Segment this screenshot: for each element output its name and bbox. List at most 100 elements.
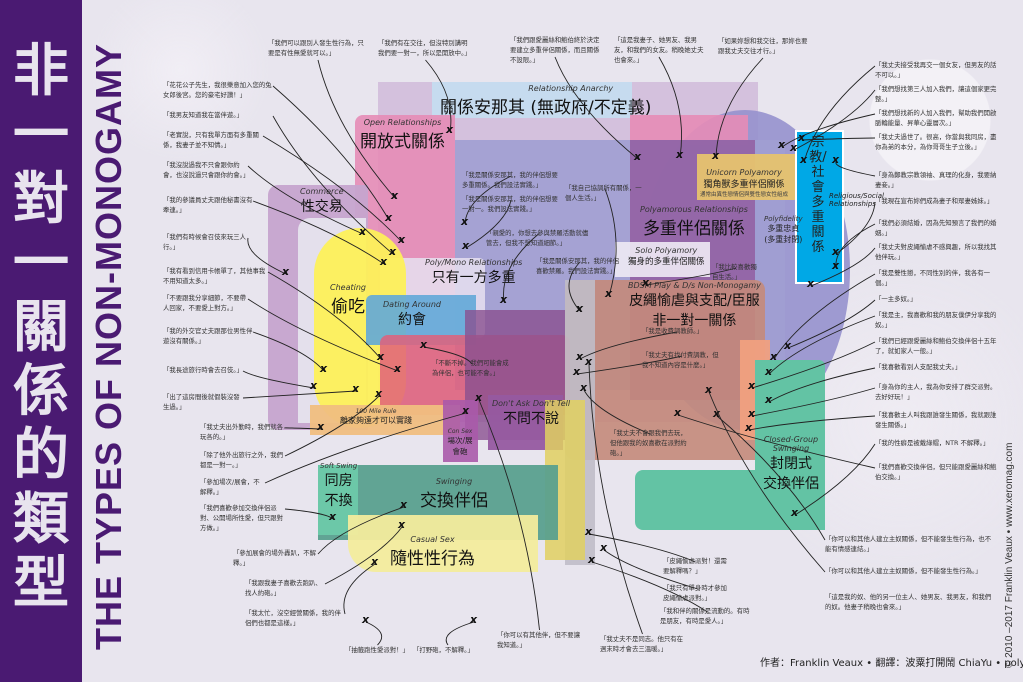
credits-footer: 作者：Franklin Veaux • 翻譯：波粟打開鬧 ChiaYu • po… (760, 658, 1023, 669)
marker-x: x (389, 245, 397, 258)
quote-16: 「我丈夫出外勤時，我們就各玩各的。」 (200, 423, 284, 441)
label-religious-en: Religious/Social Relationships (829, 192, 884, 208)
arrow-4 (715, 57, 764, 159)
quote-11: 「我有看到信用卡帳單了，其他事我不用知道太多。」 (163, 267, 266, 285)
marker-x: x (807, 277, 815, 290)
label-en: Unicorn Polyamory (706, 168, 782, 177)
quote-8: 「我沒說過我不只會跟你約會，也沒說過只會跟你約會。」 (163, 161, 250, 179)
label-zh: 離家夠遠才可以實踐 (340, 416, 412, 425)
label-en: Con Sex (447, 428, 473, 435)
quote-23: 「抽籤跑性愛派對！」 (345, 646, 409, 654)
marker-x: x (400, 498, 408, 511)
quote-37: 「我丈夫有找付費調教，但我不知道內容是什麼。」 (642, 351, 719, 369)
label-en: Dating Around (383, 300, 441, 309)
title-sidebar: 非一對一關係的類型 (0, 0, 82, 682)
arrow-12 (247, 298, 399, 372)
quote-29: 「我和伴的關係是流動的。有時是朋友，有時是愛人。」 (660, 607, 750, 625)
label-en: Soft Swing (320, 462, 358, 470)
arrow-26 (588, 363, 643, 635)
marker-x: x (605, 287, 613, 300)
label-zh2: 不換 (324, 493, 353, 509)
quote-12: 「不要跟我分享細節，不要帶人回家，不要愛上對方。」 (163, 294, 247, 312)
quote-30: 「我是關係安那其，我的伴侶想要多重關係。我們設法實踐。」 (462, 171, 558, 189)
quote-28: 「我只有單身時才參加皮繩愉虐派對。」 (663, 584, 727, 602)
arrow-9 (252, 200, 385, 265)
label-en: Casual Sex (410, 535, 455, 544)
quote-46: 「我們必須結婚，因為先知預言了我們的婚姻。」 (875, 219, 997, 237)
label-zh: 多重伴侶關係 (642, 219, 745, 239)
quote-34: 「我是關係安那其，我的伴侶喜歡禁羅。我們設法實踐。」 (536, 257, 620, 275)
label-zh: 性交易 (300, 199, 343, 215)
arrow-18 (264, 412, 467, 484)
marker-x: x (798, 131, 806, 144)
label-zh: 開放式關係 (360, 132, 445, 152)
quote-39: 「不斷不掉。我們可能會成為伴侶，也可能不會。」 (432, 359, 509, 377)
marker-x: x (784, 339, 792, 352)
marker-x: x (475, 391, 483, 404)
label-en: Don't Ask Don't Tell (492, 399, 571, 408)
marker-x: x (585, 525, 593, 538)
quote-50: 「我是主，我喜歡和我的朋友僕伊分享我的奴。」 (875, 311, 997, 329)
quote-54: 「我喜歡主人叫我跟誰發生關係，我就跟誰發生關係。」 (875, 411, 997, 429)
arrow-14 (242, 370, 315, 389)
arrow-21 (324, 526, 403, 585)
marker-x: x (588, 553, 596, 566)
quote-42: 「我們想找新的人加入我們，幫助我們開啟脈輪能量、昇華心靈層次。」 (875, 109, 997, 127)
quote-53: 「身為你的主人，我為你安排了群交派對。去好好玩！」 (875, 383, 997, 401)
arrow-6 (272, 115, 394, 255)
region-unicorn (697, 154, 797, 200)
label-dating-around: Dating Around 約會 (383, 300, 441, 329)
quote-18: 「參加場次/展會，不解釋。」 (200, 478, 260, 496)
label-zh: 皮繩愉虐與支配/臣服 (629, 293, 760, 309)
arrow-27 (588, 533, 696, 563)
arrow-5 (272, 85, 390, 221)
arrow-29 (591, 561, 708, 613)
quote-3: 「這是我妻子、她男友、我男友，和我們的女友。稍晚她丈夫也會來。」 (614, 36, 704, 64)
arrow-57 (716, 415, 826, 541)
region-con-sex (443, 400, 478, 462)
marker-x: x (745, 421, 753, 434)
marker-x: x (832, 153, 840, 166)
label-zh2: (多重封閉) (764, 235, 803, 244)
quote-40: 「我丈夫接受我再交一個女友，但男友的話不可以。」 (875, 61, 997, 79)
marker-x: x (713, 407, 721, 420)
arrow-56 (677, 414, 876, 469)
label-zh: 交換伴侶 (420, 491, 488, 511)
label-zh2: 非一對一關係 (652, 313, 737, 329)
marker-x: x (470, 613, 478, 626)
arrow-13 (252, 331, 325, 372)
marker-x: x (778, 138, 786, 151)
label-zh: 同房 (324, 473, 353, 489)
marker-x: x (585, 355, 593, 368)
label-zh: 約會 (398, 312, 426, 328)
arrow-41 (793, 89, 876, 151)
arrow-42 (781, 113, 876, 148)
arrow-44 (835, 161, 876, 177)
marker-x: x (634, 150, 642, 163)
region-closed-swing-base (635, 470, 825, 530)
marker-x: x (377, 350, 385, 363)
arrow-50 (768, 315, 876, 375)
marker-x: x (748, 407, 756, 420)
marker-x: x (576, 350, 584, 363)
quote-38: 「我丈夫不會跟我們去玩，但他跟我的奴喜歡在派對約砲。」 (610, 429, 687, 457)
arrow-17 (284, 395, 380, 457)
arrow-36 (579, 331, 678, 360)
quote-52: 「我喜歡看別人支配我丈夫。」 (875, 363, 962, 371)
marker-x: x (310, 379, 318, 392)
marker-x: x (385, 211, 393, 224)
region-relationship-anarchy-header (432, 82, 632, 118)
arrow-58 (708, 391, 826, 573)
quote-44: 「身為鄭教宗教領袖、真理的化身，我要納妻妾。」 (875, 171, 997, 189)
arrow-30 (464, 175, 512, 225)
quote-32: 「親愛的，你想去參與禁羅活動就儘管去，但我不想知道細節。」 (486, 229, 589, 247)
label-religious-zh: 宗教/社會多重關係 (809, 135, 827, 255)
label-soft-swing: Soft Swing 同房不換 (320, 462, 357, 510)
marker-x: x (676, 148, 684, 161)
